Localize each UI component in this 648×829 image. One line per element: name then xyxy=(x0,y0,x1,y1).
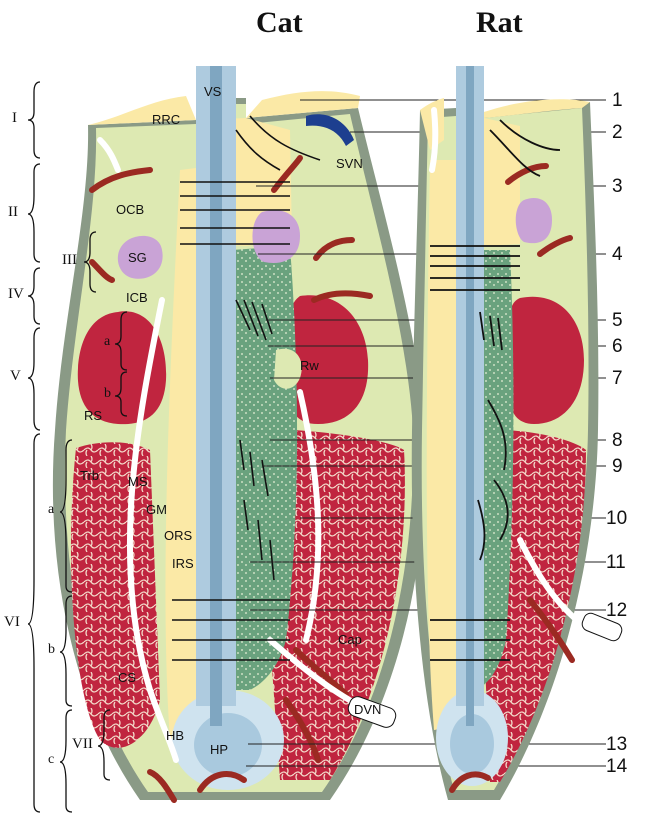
label-svn: SVN xyxy=(336,156,363,171)
callout-9: 9 xyxy=(612,456,623,478)
label-rw: Rw xyxy=(300,358,319,373)
region-label-vi: VI xyxy=(4,614,20,631)
cat-sebaceous-gland-right xyxy=(252,210,300,263)
label-ors: ORS xyxy=(164,528,192,543)
label-irs: IRS xyxy=(172,556,194,571)
callout-4: 4 xyxy=(612,244,623,266)
label-gm: GM xyxy=(146,502,167,517)
callout-12: 12 xyxy=(606,600,627,622)
region-label-ii: II xyxy=(8,204,18,221)
title-rat: Rat xyxy=(476,6,523,40)
region-label-vii: VII xyxy=(72,736,93,753)
cat-hair-shaft-core xyxy=(210,66,222,726)
label-hp: HP xyxy=(210,742,228,757)
label-ms: MS xyxy=(128,474,148,489)
region-label-iii: III xyxy=(62,252,77,269)
label-cap: Cap xyxy=(338,632,362,647)
label-trb: Trb xyxy=(80,468,99,483)
callout-7: 7 xyxy=(612,368,623,390)
callout-11: 11 xyxy=(606,552,626,574)
subregion-vi-b: b xyxy=(48,642,55,658)
title-cat: Cat xyxy=(256,6,303,40)
label-cs: CS xyxy=(118,670,136,685)
callout-6: 6 xyxy=(612,336,623,358)
callout-1: 1 xyxy=(612,90,623,112)
label-rrc: RRC xyxy=(152,112,180,127)
callout-13: 13 xyxy=(606,734,627,756)
label-icb: ICB xyxy=(126,290,148,305)
callout-8: 8 xyxy=(612,430,623,452)
label-vs: VS xyxy=(204,84,221,99)
callout-2: 2 xyxy=(612,122,623,144)
rat-follicle xyxy=(412,66,624,800)
callout-10: 10 xyxy=(606,508,627,530)
subregion-vi-c: c xyxy=(48,752,54,768)
label-dvn: DVN xyxy=(354,702,381,717)
label-ocb: OCB xyxy=(116,202,144,217)
subregion-v-b: b xyxy=(104,386,111,402)
region-label-i: I xyxy=(12,110,17,127)
label-hb: HB xyxy=(166,728,184,743)
subregion-vi-a: a xyxy=(48,502,54,518)
callout-14: 14 xyxy=(606,756,627,778)
label-sg: SG xyxy=(128,250,147,265)
rat-sebaceous-gland xyxy=(516,198,552,243)
region-label-iv: IV xyxy=(8,286,24,303)
rat-hair-shaft-core xyxy=(466,66,474,726)
region-label-v: V xyxy=(10,368,21,385)
callout-3: 3 xyxy=(612,176,623,198)
callout-5: 5 xyxy=(612,310,623,332)
subregion-v-a: a xyxy=(104,334,110,350)
label-rs: RS xyxy=(84,408,102,423)
